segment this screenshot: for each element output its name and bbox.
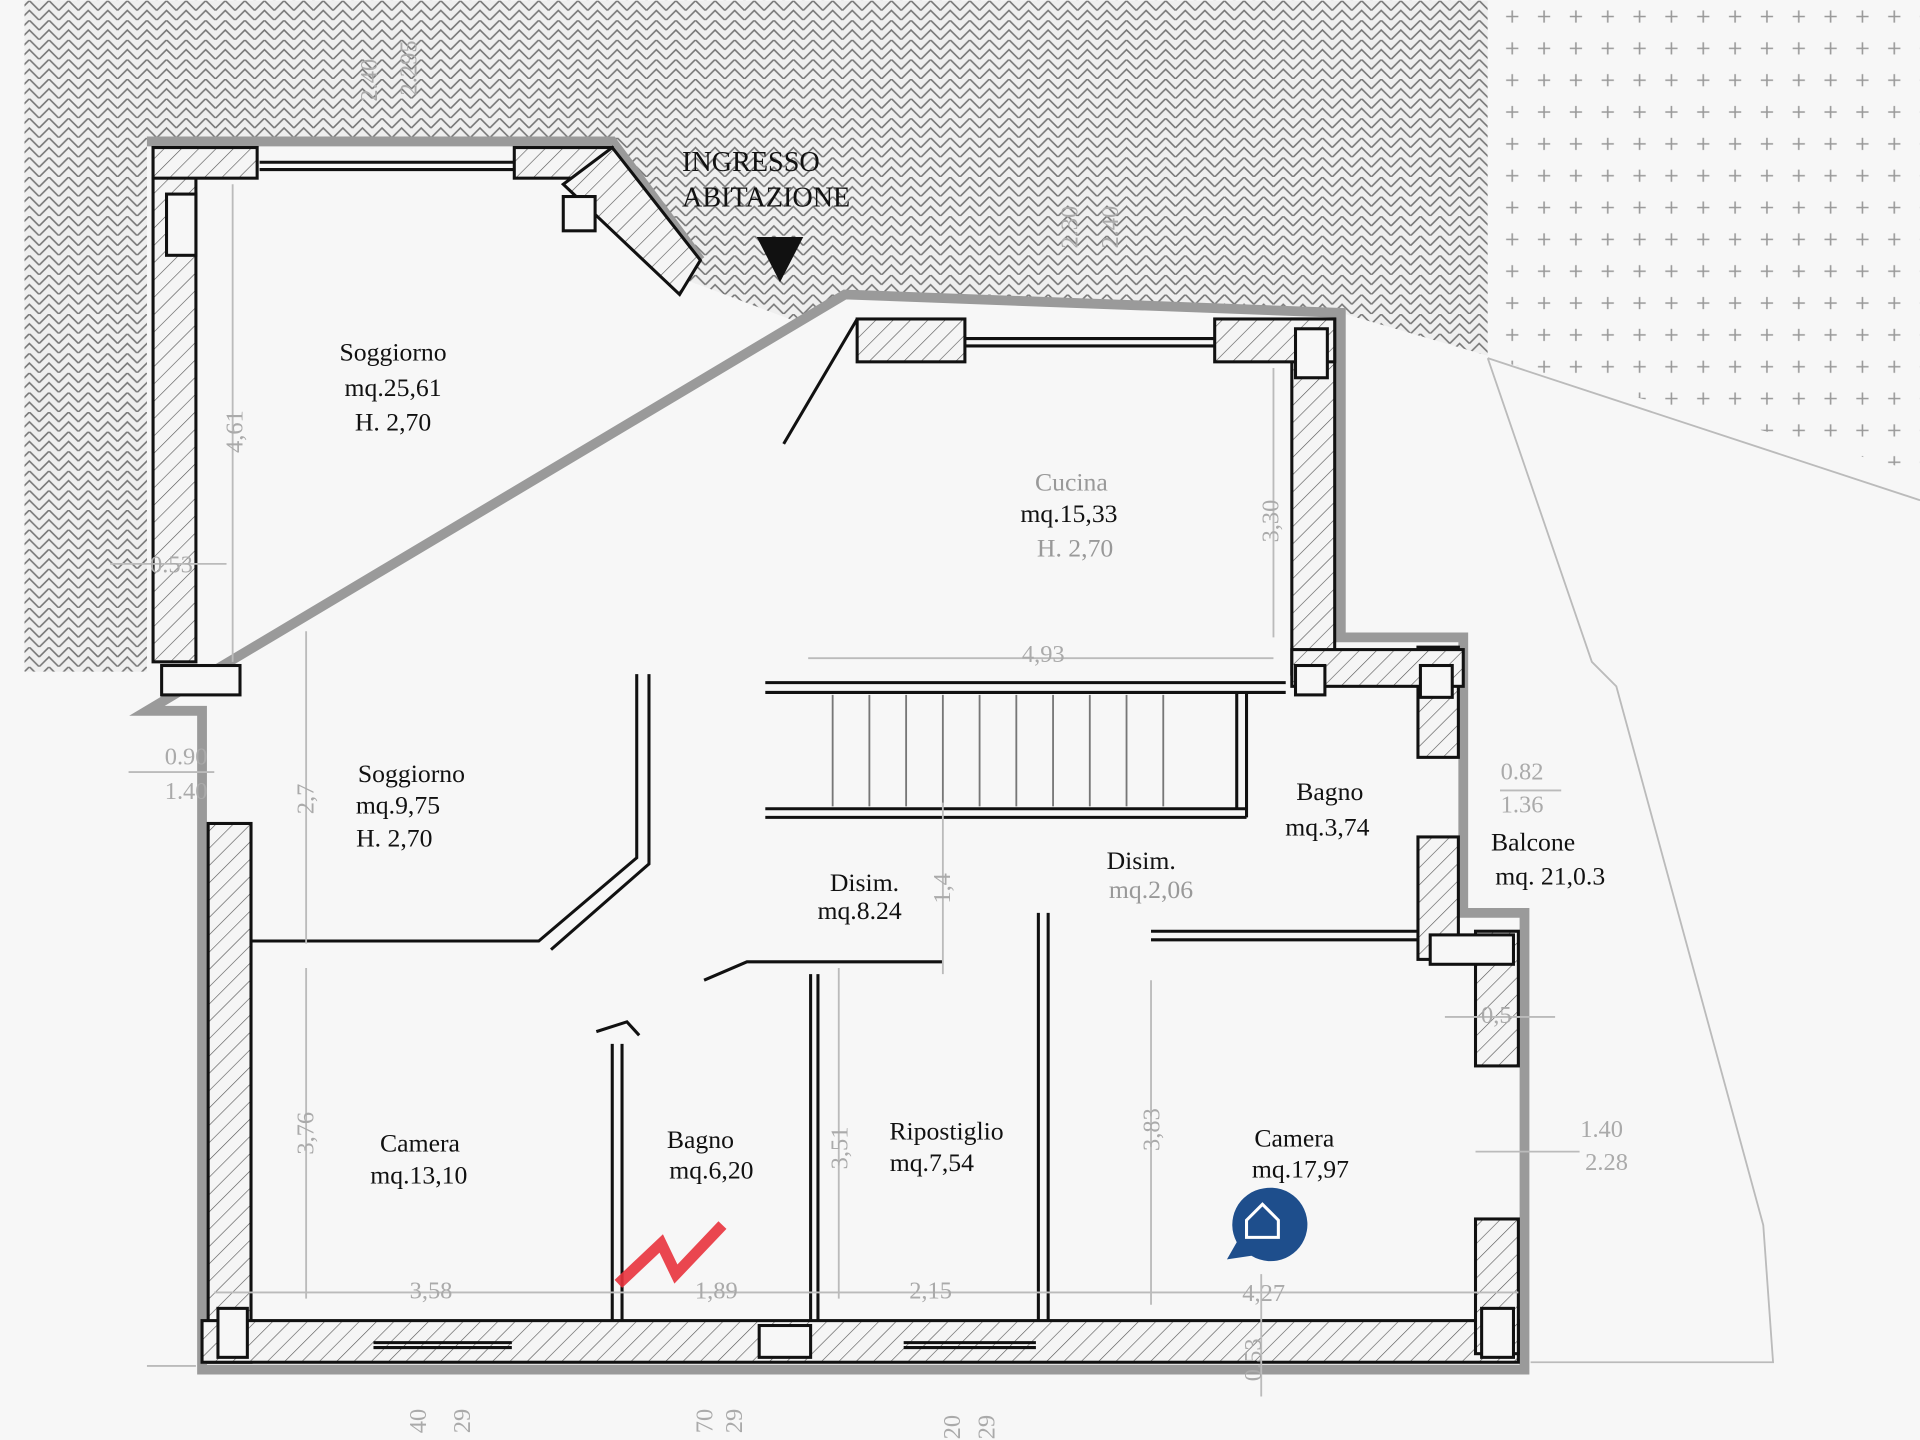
dim-label: 20 <box>939 1415 966 1439</box>
agency-logo-icon <box>614 1221 727 1288</box>
boundary-line <box>1487 357 1920 502</box>
room-bagno: Bagno mq.6,20 <box>667 1125 754 1185</box>
dim-label: 0.90 <box>165 744 208 771</box>
dim-label: 0,5 <box>1481 1002 1512 1029</box>
windows <box>259 160 1215 1350</box>
room-area: mq.3,74 <box>1285 813 1369 842</box>
wall-north-kitchen <box>855 317 967 364</box>
dim-label: 2.40 <box>356 59 383 102</box>
dim-label: 70 <box>692 1409 719 1433</box>
dim-label: 40 <box>405 1409 432 1433</box>
dimension-lines <box>110 184 1580 1397</box>
room-height: H. 2,70 <box>355 407 431 436</box>
room-area: mq.9,75 <box>356 791 440 820</box>
room-area: mq.15,33 <box>1020 499 1117 528</box>
room-name: Disim. <box>830 868 899 897</box>
room-area: mq.13,10 <box>370 1160 467 1189</box>
room-area: mq.8.24 <box>817 896 901 925</box>
room-cucina: Cucina mq.15,33 H. 2,70 <box>1020 467 1117 562</box>
room-soggiorno: Soggiorno mq.25,61 H. 2,70 <box>340 338 447 437</box>
wall-entry-diag <box>560 145 703 297</box>
paved-area <box>24 0 1488 672</box>
dim-label: 29 <box>973 1415 1000 1439</box>
dim-label: 1,4 <box>929 873 956 904</box>
room-name: Soggiorno <box>358 759 465 788</box>
entrance-label-1: INGRESSO <box>682 147 820 178</box>
dim-label: 4,61 <box>221 410 248 453</box>
dim-label: 3,30 <box>1257 500 1284 543</box>
room-name: Cucina <box>1035 467 1108 496</box>
room-balcone: Balcone mq. 21,0.3 <box>1491 827 1605 890</box>
stair-treads <box>831 694 1165 807</box>
dim-label: 2.28 <box>1585 1149 1628 1176</box>
dim-label: 4,93 <box>1022 641 1065 668</box>
room-disimpegno-1: Disim. mq.8.24 <box>817 868 901 925</box>
dim-label: 2,7 <box>292 784 319 815</box>
room-name: Bagno <box>667 1125 734 1154</box>
room-name: Balcone <box>1491 827 1575 856</box>
dim-label: 1.40 <box>1580 1116 1623 1143</box>
room-name: Ripostiglio <box>889 1116 1003 1145</box>
room-soggiorno-2: Soggiorno mq.9,75 H. 2,70 <box>356 759 465 853</box>
garden-border <box>1486 357 1775 1364</box>
room-name: Bagno <box>1296 777 1363 806</box>
dimension-labels: 2.40 2.295 2.30 2.40 4,61 0.53 0.90 1.40… <box>150 40 1628 1439</box>
dim-label: 0.82 <box>1501 758 1544 785</box>
wall-north-left <box>151 146 259 180</box>
dim-label: 2.30 <box>1057 206 1084 249</box>
room-area: mq. 21,0.3 <box>1495 862 1605 891</box>
room-name: Disim. <box>1107 846 1176 875</box>
dim-label: 2.40 <box>1097 206 1124 249</box>
room-name: Soggiorno <box>340 338 447 367</box>
dim-label: 3,58 <box>410 1278 453 1305</box>
room-name: Camera <box>380 1129 461 1158</box>
room-bagno-small: Bagno mq.3,74 <box>1285 777 1369 842</box>
dim-label: 2.295 <box>395 40 422 95</box>
room-name: Camera <box>1254 1124 1335 1153</box>
room-area: mq.25,61 <box>345 373 442 402</box>
room-ripostiglio: Ripostiglio mq.7,54 <box>889 1116 1003 1177</box>
dim-label: 3,76 <box>292 1112 319 1155</box>
entrance-label-2: ABITAZIONE <box>682 182 850 213</box>
room-area: mq.2,06 <box>1109 875 1193 904</box>
room-area: mq.17,97 <box>1252 1154 1349 1183</box>
dim-label: 1.40 <box>165 778 208 805</box>
house-icon <box>1226 1187 1308 1262</box>
dim-label: 1,89 <box>695 1278 738 1305</box>
dim-label: 1.36 <box>1501 791 1544 818</box>
room-camera-1: Camera mq.13,10 <box>370 1129 467 1190</box>
room-area: mq.7,54 <box>890 1148 974 1177</box>
room-height: H. 2,70 <box>356 824 432 853</box>
dim-label: 29 <box>449 1409 476 1433</box>
dim-label: 3,83 <box>1139 1108 1166 1151</box>
wall-west-lower <box>206 821 253 1364</box>
garden-area <box>1487 0 1920 473</box>
interior-walls <box>251 318 1418 1321</box>
entrance-arrow-icon <box>756 236 804 283</box>
dim-label: 2,15 <box>909 1278 952 1305</box>
room-disimpegno-2: Disim. mq.2,06 <box>1107 846 1194 904</box>
room-area: mq.6,20 <box>669 1156 753 1185</box>
room-height: H. 2,70 <box>1037 534 1113 563</box>
dim-label: 3,51 <box>826 1127 853 1170</box>
room-camera-2: Camera mq.17,97 <box>1252 1124 1349 1184</box>
dim-label: 4,27 <box>1242 1280 1285 1307</box>
dim-label: 0.53 <box>150 551 193 578</box>
columns <box>160 192 1515 1359</box>
dim-label: 29 <box>721 1409 748 1433</box>
dim-label: 0.53 <box>1240 1338 1267 1381</box>
